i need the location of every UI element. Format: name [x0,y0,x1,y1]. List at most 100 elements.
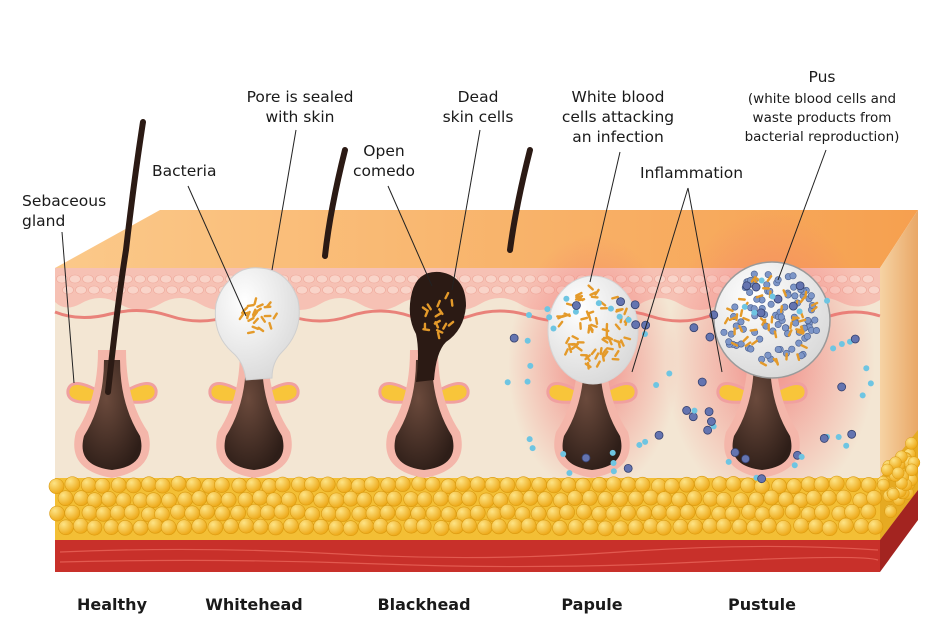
fat-cell [304,476,320,493]
bacterium [601,353,606,362]
white-blood-cell [741,303,748,310]
fat-cell [522,490,539,506]
bacterium [584,362,592,369]
white-blood-cell [867,380,874,387]
fat-cell [853,518,870,534]
bacterium [811,305,818,313]
fat-cell [313,518,329,535]
white-blood-cell [566,470,573,477]
fat-cell [763,489,780,506]
bacterium [726,307,734,313]
stage-pustule: Pustule [728,595,796,614]
epidermis-cell [361,285,373,295]
fat-cell [612,491,628,507]
leader-sebaceous [61,231,75,384]
fat-cell [372,518,389,534]
white-blood-cell-nucleated [689,323,699,333]
white-blood-cell-nucleated [509,333,519,343]
fat-cell [567,490,583,506]
white-blood-cell [791,462,798,469]
white-blood-cell [524,378,531,385]
white-blood-cell-nucleated [688,412,698,422]
fat-cell [424,476,441,493]
fat-cell [507,518,523,534]
bacterium [256,303,264,309]
epidermis-cell [186,274,198,284]
fat-cell [748,491,765,508]
follicle-bulb [224,360,284,470]
bacterium [762,287,771,290]
white-blood-cell-nucleated [630,300,640,310]
epidermis-cell [134,274,146,284]
bacterium [623,336,632,341]
fat-cell [447,490,464,507]
fat-cell [686,490,703,507]
blackhead-bacteria [421,291,455,340]
fat-cell [605,505,622,522]
fat-cell [844,504,860,520]
fat-cell [73,490,89,507]
bacterium [565,336,571,345]
stage-names: Healthy Whitehead Blackhead Papule Pustu… [77,595,796,614]
fat-cell [613,520,629,537]
white-blood-cell [529,445,536,452]
bacterium [447,320,455,327]
fat-cell [582,518,599,535]
bacterium [787,329,793,337]
bacterium [796,353,801,362]
fat-cell [433,520,450,536]
fat-cell [273,503,290,520]
bacterium [605,322,609,331]
epidermis-cell [465,285,477,295]
bacterium [737,297,746,301]
label-open-comedo-1: Open [363,142,404,160]
epidermis-cell [316,274,328,284]
fat-cell [725,476,742,492]
bacterium [246,310,251,319]
white-blood-cell [769,293,776,300]
fat-cell [679,504,696,520]
bacterium [789,321,793,330]
stage-whitehead: Whitehead [205,595,303,614]
fat-cell [416,491,433,508]
fat-cell [161,492,177,509]
fat-cell [740,477,756,494]
label-pus-title: Pus [809,68,836,86]
label-pore-sealed-1: Pore is sealed [247,88,354,106]
fat-cell-side [905,463,918,477]
white-blood-cell-nucleated [837,382,847,392]
fat-cell-side [881,463,894,477]
fat-cell [342,520,359,537]
white-blood-cell-nucleated [795,281,805,291]
bacterium [798,318,807,323]
fat-cell [627,519,644,536]
white-blood-cell [544,306,551,313]
white-blood-cell [546,314,553,321]
fat-cell [775,520,792,536]
bacterium [587,284,594,291]
follicle-bulb [82,360,142,470]
bacterium [735,313,739,322]
fat-cell [702,490,719,507]
fat-cell [535,519,552,536]
epidermis-cell [303,274,315,284]
bacterium [620,339,625,347]
bacterium [251,308,257,317]
bacterium [615,308,623,313]
bacterium [730,341,739,347]
fat-cell [336,477,353,493]
white-blood-cell [524,337,531,344]
pus-cell [777,313,785,321]
bacterium [804,290,808,299]
hair-shaft-healthy [105,119,146,395]
fat-cell [274,476,291,493]
pus-cell [763,281,771,289]
fat-cell [634,476,651,493]
bacterium [799,296,806,304]
label-pus-detail-3: bacterial reproduction) [745,129,900,145]
fat-cell [94,477,111,494]
epidermis-cell [296,285,308,295]
fat-cell [313,492,329,508]
fat-cell-side [884,505,897,518]
muscle-fibers [59,545,879,568]
